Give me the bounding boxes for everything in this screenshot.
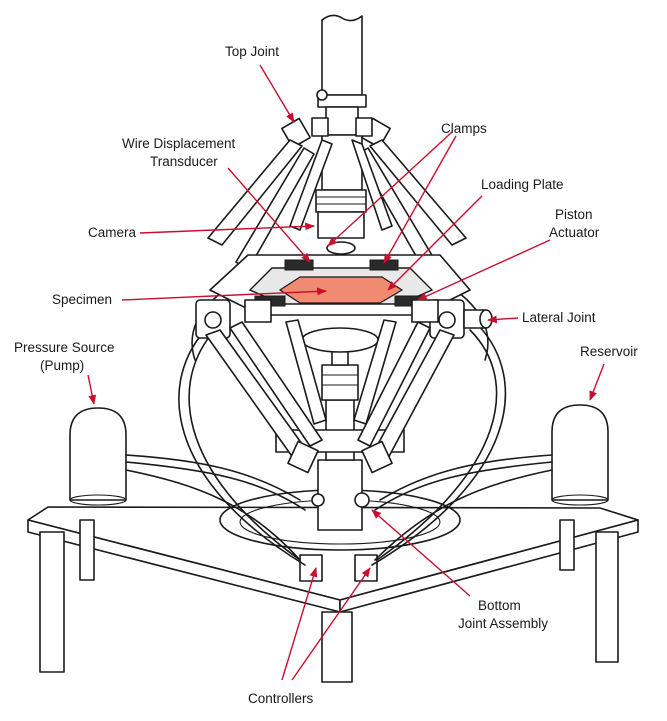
leader-specimen bbox=[121, 287, 327, 301]
label-wire-transducer-line2: Transducer bbox=[150, 154, 218, 169]
leader-piston-actuator bbox=[417, 239, 551, 301]
leader-clamps-b bbox=[383, 135, 457, 264]
controller-left bbox=[299, 554, 323, 582]
label-specimen: Specimen bbox=[52, 292, 112, 307]
label-bottom-joint-line2: Joint Assembly bbox=[458, 616, 548, 631]
label-top-joint: Top Joint bbox=[225, 44, 279, 59]
leader-bottom-joint bbox=[371, 509, 471, 597]
leader-reservoir bbox=[589, 363, 605, 401]
label-wire-transducer-line1: Wire Displacement bbox=[122, 136, 236, 151]
leader-clamps-a bbox=[327, 131, 453, 247]
apparatus-illustration bbox=[27, 14, 639, 683]
label-controllers: Controllers bbox=[248, 691, 314, 706]
leader-lines bbox=[87, 64, 605, 681]
upper-struts bbox=[207, 139, 467, 271]
reservoir-tank bbox=[551, 404, 609, 506]
leader-lateral-joint bbox=[487, 315, 519, 324]
label-camera: Camera bbox=[88, 225, 137, 240]
leader-camera bbox=[139, 222, 315, 234]
leader-controllers-b bbox=[291, 567, 371, 681]
bottom-joint-assembly bbox=[311, 492, 370, 508]
leader-pressure-source bbox=[87, 374, 97, 405]
pressure-source-pump bbox=[69, 407, 127, 506]
callout-labels: Top Joint Wire Displacement Transducer C… bbox=[14, 44, 638, 706]
label-pressure-source-line1: Pressure Source bbox=[14, 340, 115, 355]
lower-struts bbox=[205, 319, 455, 474]
label-reservoir: Reservoir bbox=[580, 344, 638, 359]
leader-wire-transducer bbox=[227, 167, 311, 263]
label-piston-line1: Piston bbox=[555, 207, 593, 222]
label-bottom-joint-line1: Bottom bbox=[478, 598, 521, 613]
controller-right bbox=[354, 554, 378, 582]
leader-loading-plate bbox=[387, 195, 483, 291]
specimen-plate bbox=[278, 276, 404, 304]
label-lateral-joint: Lateral Joint bbox=[522, 310, 596, 325]
label-pressure-source-line2: (Pump) bbox=[40, 358, 84, 373]
lateral-joints bbox=[195, 299, 493, 339]
hydraulic-hoses bbox=[125, 274, 553, 566]
label-loading-plate: Loading Plate bbox=[481, 177, 564, 192]
leader-top-joint bbox=[259, 64, 295, 123]
label-clamps: Clamps bbox=[441, 121, 487, 136]
support-table bbox=[27, 489, 639, 683]
label-piston-line2: Actuator bbox=[549, 225, 600, 240]
leader-controllers-a bbox=[281, 567, 318, 681]
